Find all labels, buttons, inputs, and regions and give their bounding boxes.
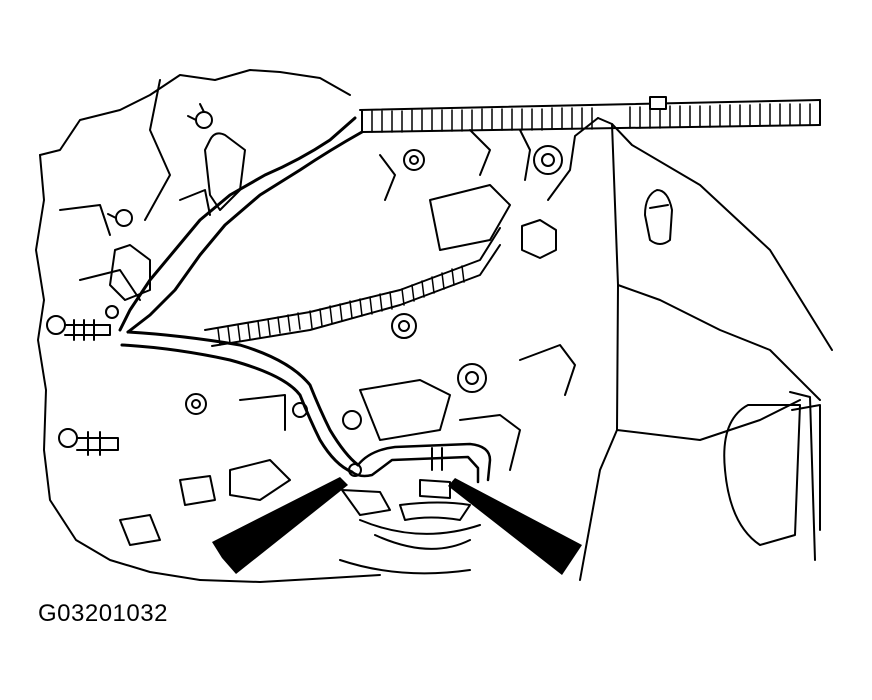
engine-line-illustration	[35, 69, 833, 583]
figure-code-label: G03201032	[38, 600, 168, 627]
ground-wire-loop	[109, 116, 364, 334]
block-details	[119, 129, 576, 546]
oil-strainer	[339, 479, 481, 575]
corrugated-hose-middle	[204, 227, 501, 347]
engine-block-outline	[35, 69, 381, 583]
bolts-left	[46, 103, 213, 456]
arrow-pointer-right	[448, 478, 582, 575]
transmission-housing	[547, 117, 833, 581]
oil-tube	[120, 330, 492, 484]
wiring-harness-top	[359, 96, 821, 133]
arrow-pointer-left	[212, 477, 348, 574]
